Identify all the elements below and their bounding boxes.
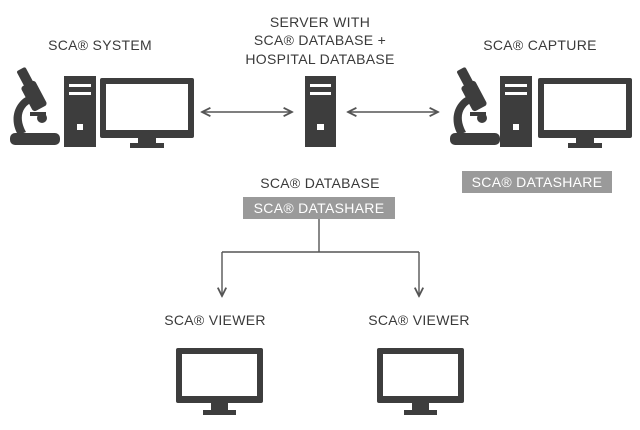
database-datashare-badge: SCA® DATASHARE — [243, 197, 395, 219]
sca-database-label: SCA® DATABASE — [260, 175, 380, 191]
monitor-icon — [100, 78, 194, 148]
capture-datashare-badge: SCA® DATASHARE — [462, 171, 612, 193]
monitor-icon — [176, 348, 263, 415]
sca-viewer-right-label: SCA® VIEWER — [368, 312, 470, 328]
server-label-line3: HOSPITAL DATABASE — [245, 51, 395, 67]
branch-connector — [222, 219, 419, 296]
sca-viewer-left-label: SCA® VIEWER — [164, 312, 266, 328]
sca-capture-label: SCA® CAPTURE — [483, 37, 597, 53]
microscope-icon — [10, 67, 60, 145]
server-tower-icon — [305, 76, 336, 147]
monitor-icon — [377, 348, 464, 415]
server-label-line2: SCA® DATABASE + — [253, 32, 387, 48]
server-label-line1: SERVER WITH — [269, 14, 371, 30]
microscope-icon — [450, 67, 500, 145]
computer-tower-icon — [500, 76, 532, 147]
monitor-icon — [538, 78, 632, 148]
sca-system-label: SCA® SYSTEM — [48, 37, 152, 53]
computer-tower-icon — [64, 76, 96, 147]
